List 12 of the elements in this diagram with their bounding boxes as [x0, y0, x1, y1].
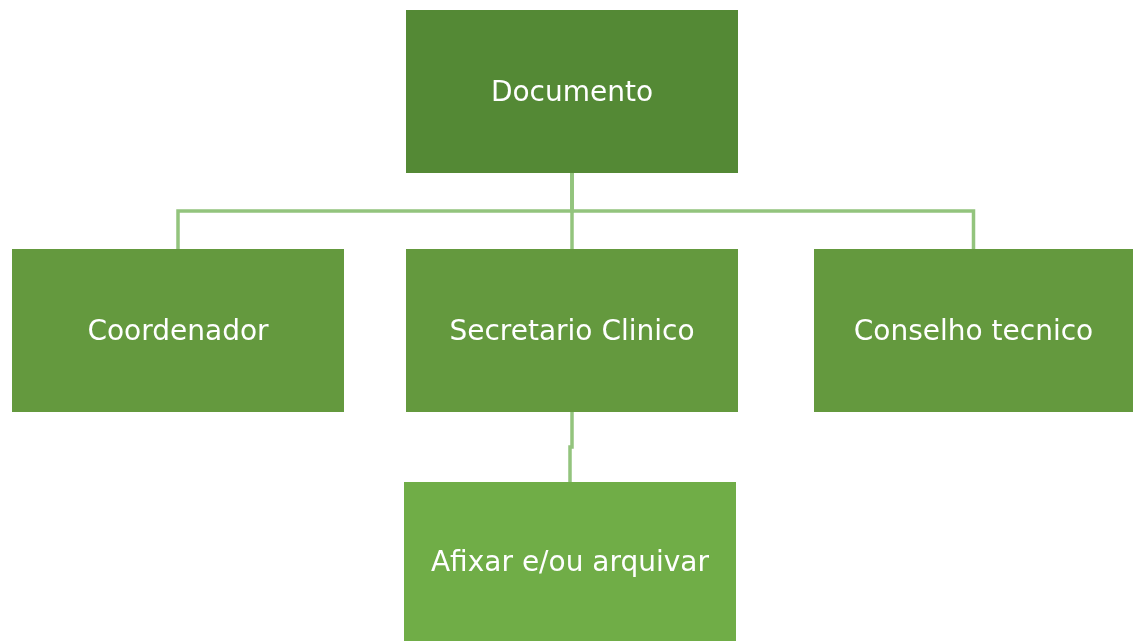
box-label: Conselho tecnico: [853, 314, 1094, 347]
process-box: [12, 249, 344, 412]
process-box: [814, 249, 1133, 412]
box-label: Secretario Clinico: [449, 314, 695, 347]
process-box: [404, 482, 736, 641]
box-label: Afixar e/ou arquivar: [430, 545, 710, 578]
process-box: [406, 10, 738, 173]
process-box: [406, 249, 738, 412]
connector-line: [568, 412, 574, 482]
box-label: Documento: [490, 75, 654, 108]
connector-line: [570, 173, 976, 249]
box-label: Coordenador: [87, 314, 269, 347]
